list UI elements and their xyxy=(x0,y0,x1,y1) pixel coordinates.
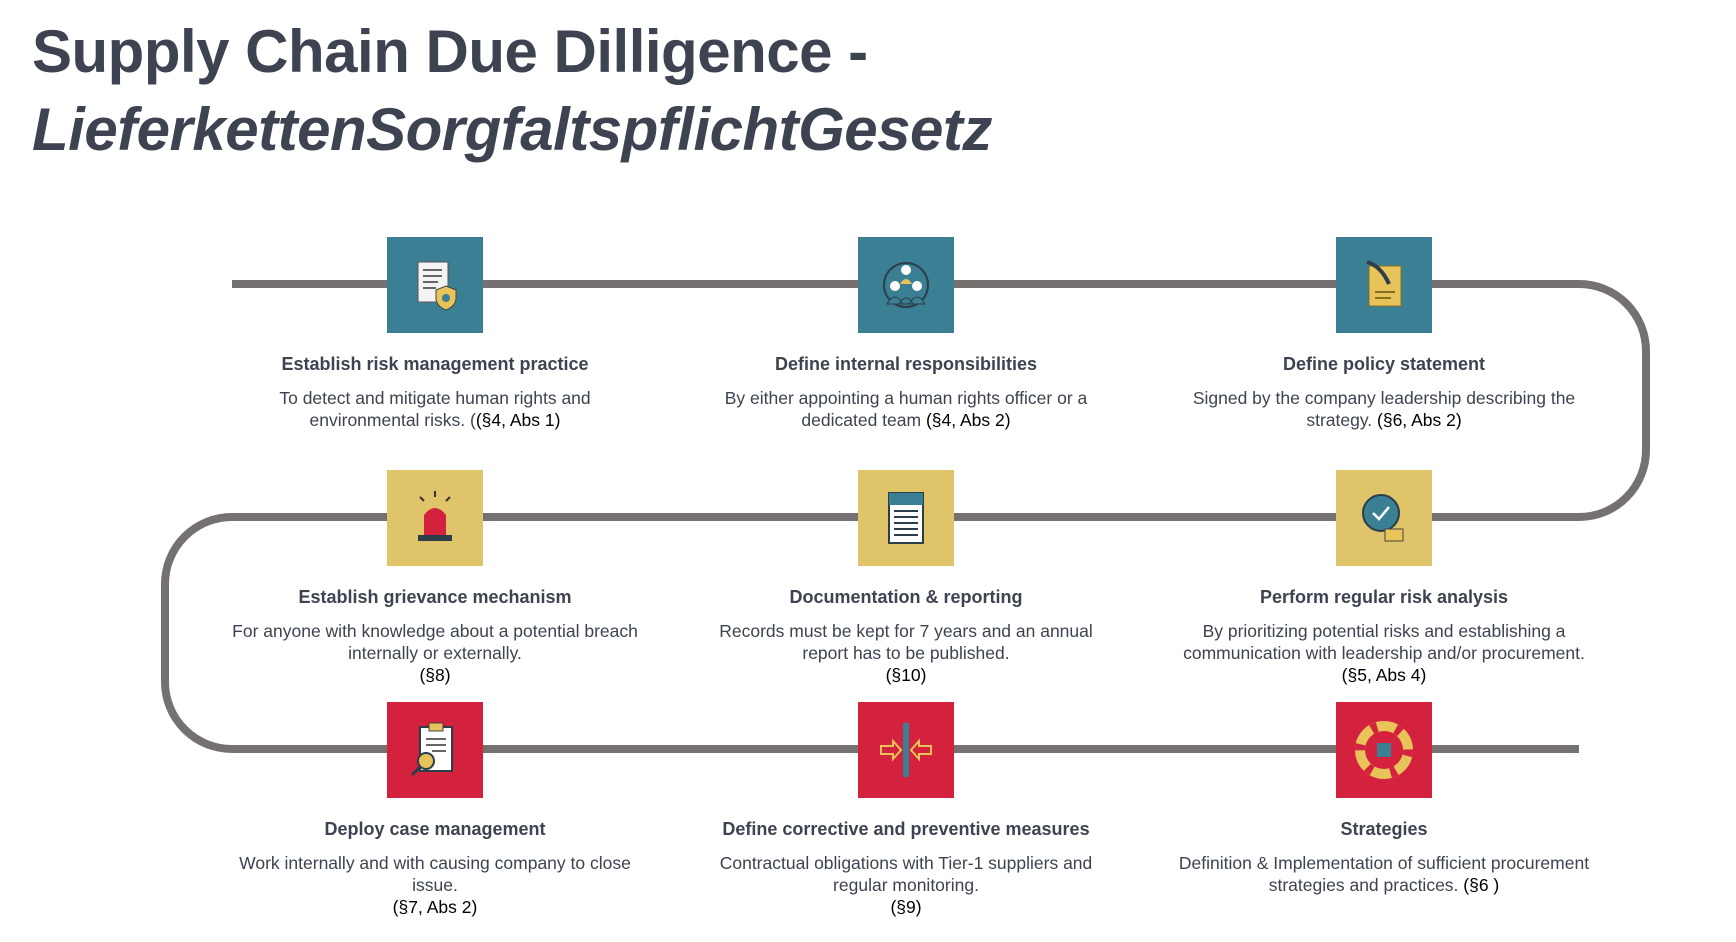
alarm-siren-icon xyxy=(418,491,452,541)
step-law-reference: (§4, Abs 2) xyxy=(925,410,1011,430)
step-description: Contractual obligations with Tier-1 supp… xyxy=(696,852,1116,918)
step-icon-box xyxy=(387,702,483,798)
step-description-text: Work internally and with causing company… xyxy=(239,853,631,895)
step-define-internal-responsibilities: Define internal responsibilities By eithe… xyxy=(696,237,1116,431)
step-law-reference: (§4, Abs 1) xyxy=(475,410,561,430)
step-icon-box xyxy=(1336,702,1432,798)
step-perform-risk-analysis: Perform regular risk analysis By prioriti… xyxy=(1174,470,1594,686)
step-law-reference: (§6 ) xyxy=(1463,875,1500,895)
step-title: Establish risk management practice xyxy=(281,354,589,374)
step-title: Perform regular risk analysis xyxy=(1259,587,1509,607)
page-subtitle: LieferkettenSorgfaltspflichtGesetz xyxy=(32,96,992,163)
step-title: Strategies xyxy=(1340,819,1428,839)
step-description: By prioritizing potential risks and esta… xyxy=(1174,620,1594,686)
step-icon-box xyxy=(858,237,954,333)
step-law-reference: (§7, Abs 2) xyxy=(392,897,478,917)
step-description-text: Contractual obligations with Tier-1 supp… xyxy=(719,853,1093,895)
step-icon-box xyxy=(387,237,483,333)
check-thumbs-up-icon xyxy=(1362,494,1404,542)
step-description: By either appointing a human rights offi… xyxy=(696,387,1116,431)
page-title: Supply Chain Due Dilligence - xyxy=(32,18,868,85)
step-description-text: Signed by the company leadership describ… xyxy=(1192,388,1576,430)
step-law-reference: (§5, Abs 4) xyxy=(1341,665,1427,685)
report-document-icon xyxy=(888,492,924,544)
strategy-wheel-icon xyxy=(1355,721,1413,779)
step-law-reference: (§9) xyxy=(890,897,922,917)
step-description-text: By either appointing a human rights offi… xyxy=(724,388,1088,430)
step-title: Establish grievance mechanism xyxy=(298,587,572,607)
step-law-reference: (§8) xyxy=(419,665,451,685)
step-define-corrective-measures: Define corrective and preventive measure… xyxy=(696,702,1116,918)
step-description: Definition & Implementation of sufficien… xyxy=(1174,852,1594,896)
step-title: Define corrective and preventive measure… xyxy=(722,819,1090,839)
document-shield-icon xyxy=(417,261,457,311)
step-icon-box xyxy=(858,470,954,566)
step-description: Work internally and with causing company… xyxy=(225,852,645,918)
step-title: Define policy statement xyxy=(1282,354,1486,374)
step-establish-risk-management: Establish risk management practice To det… xyxy=(225,237,645,431)
step-description: Records must be kept for 7 years and an … xyxy=(696,620,1116,686)
step-icon-box xyxy=(387,470,483,566)
team-icon xyxy=(883,262,929,308)
step-title: Define internal responsibilities xyxy=(774,354,1038,374)
step-description-text: Records must be kept for 7 years and an … xyxy=(719,621,1093,663)
scroll-quill-icon xyxy=(1366,260,1402,307)
step-description-text: Definition & Implementation of sufficien… xyxy=(1178,853,1590,895)
step-title: Documentation & reporting xyxy=(789,587,1023,607)
step-title: Deploy case management xyxy=(324,819,546,839)
step-icon-box xyxy=(858,702,954,798)
step-description-text: For anyone with knowledge about a potent… xyxy=(232,621,638,663)
clipboard-magnifier-icon xyxy=(410,722,453,777)
step-description-text: To detect and mitigate human rights and … xyxy=(279,388,591,430)
step-icon-box xyxy=(1336,237,1432,333)
step-description: To detect and mitigate human rights and … xyxy=(225,387,645,431)
step-description-text: By prioritizing potential risks and esta… xyxy=(1183,621,1585,663)
step-description: Signed by the company leadership describ… xyxy=(1174,387,1594,431)
step-law-reference: (§6, Abs 2) xyxy=(1377,410,1462,430)
step-icon-box xyxy=(1336,470,1432,566)
step-description: For anyone with knowledge about a potent… xyxy=(225,620,645,686)
arrows-barrier-icon xyxy=(880,723,932,777)
step-law-reference: (§10) xyxy=(885,665,927,685)
